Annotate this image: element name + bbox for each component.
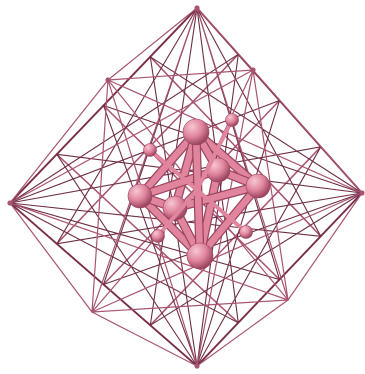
- junction-node: [7, 200, 12, 205]
- junction-node: [250, 67, 255, 72]
- junction-node: [194, 363, 199, 368]
- satellite-sphere: [226, 114, 239, 127]
- core-sphere-right: [246, 174, 270, 198]
- junction-node: [105, 77, 110, 82]
- depth-rod: [92, 300, 288, 312]
- depth-rod: [197, 300, 288, 366]
- core-sphere-top: [183, 119, 209, 145]
- satellite-sphere: [240, 226, 253, 239]
- core-sphere-bot: [187, 243, 213, 269]
- junction-node: [194, 5, 199, 10]
- junction-node: [359, 190, 364, 195]
- depth-rod: [108, 70, 253, 80]
- depth-rod: [92, 8, 197, 312]
- outer-lattice-frame: [7, 5, 364, 368]
- core-sphere-left: [128, 184, 152, 208]
- satellite-sphere: [152, 230, 165, 243]
- satellite-sphere: [144, 144, 157, 157]
